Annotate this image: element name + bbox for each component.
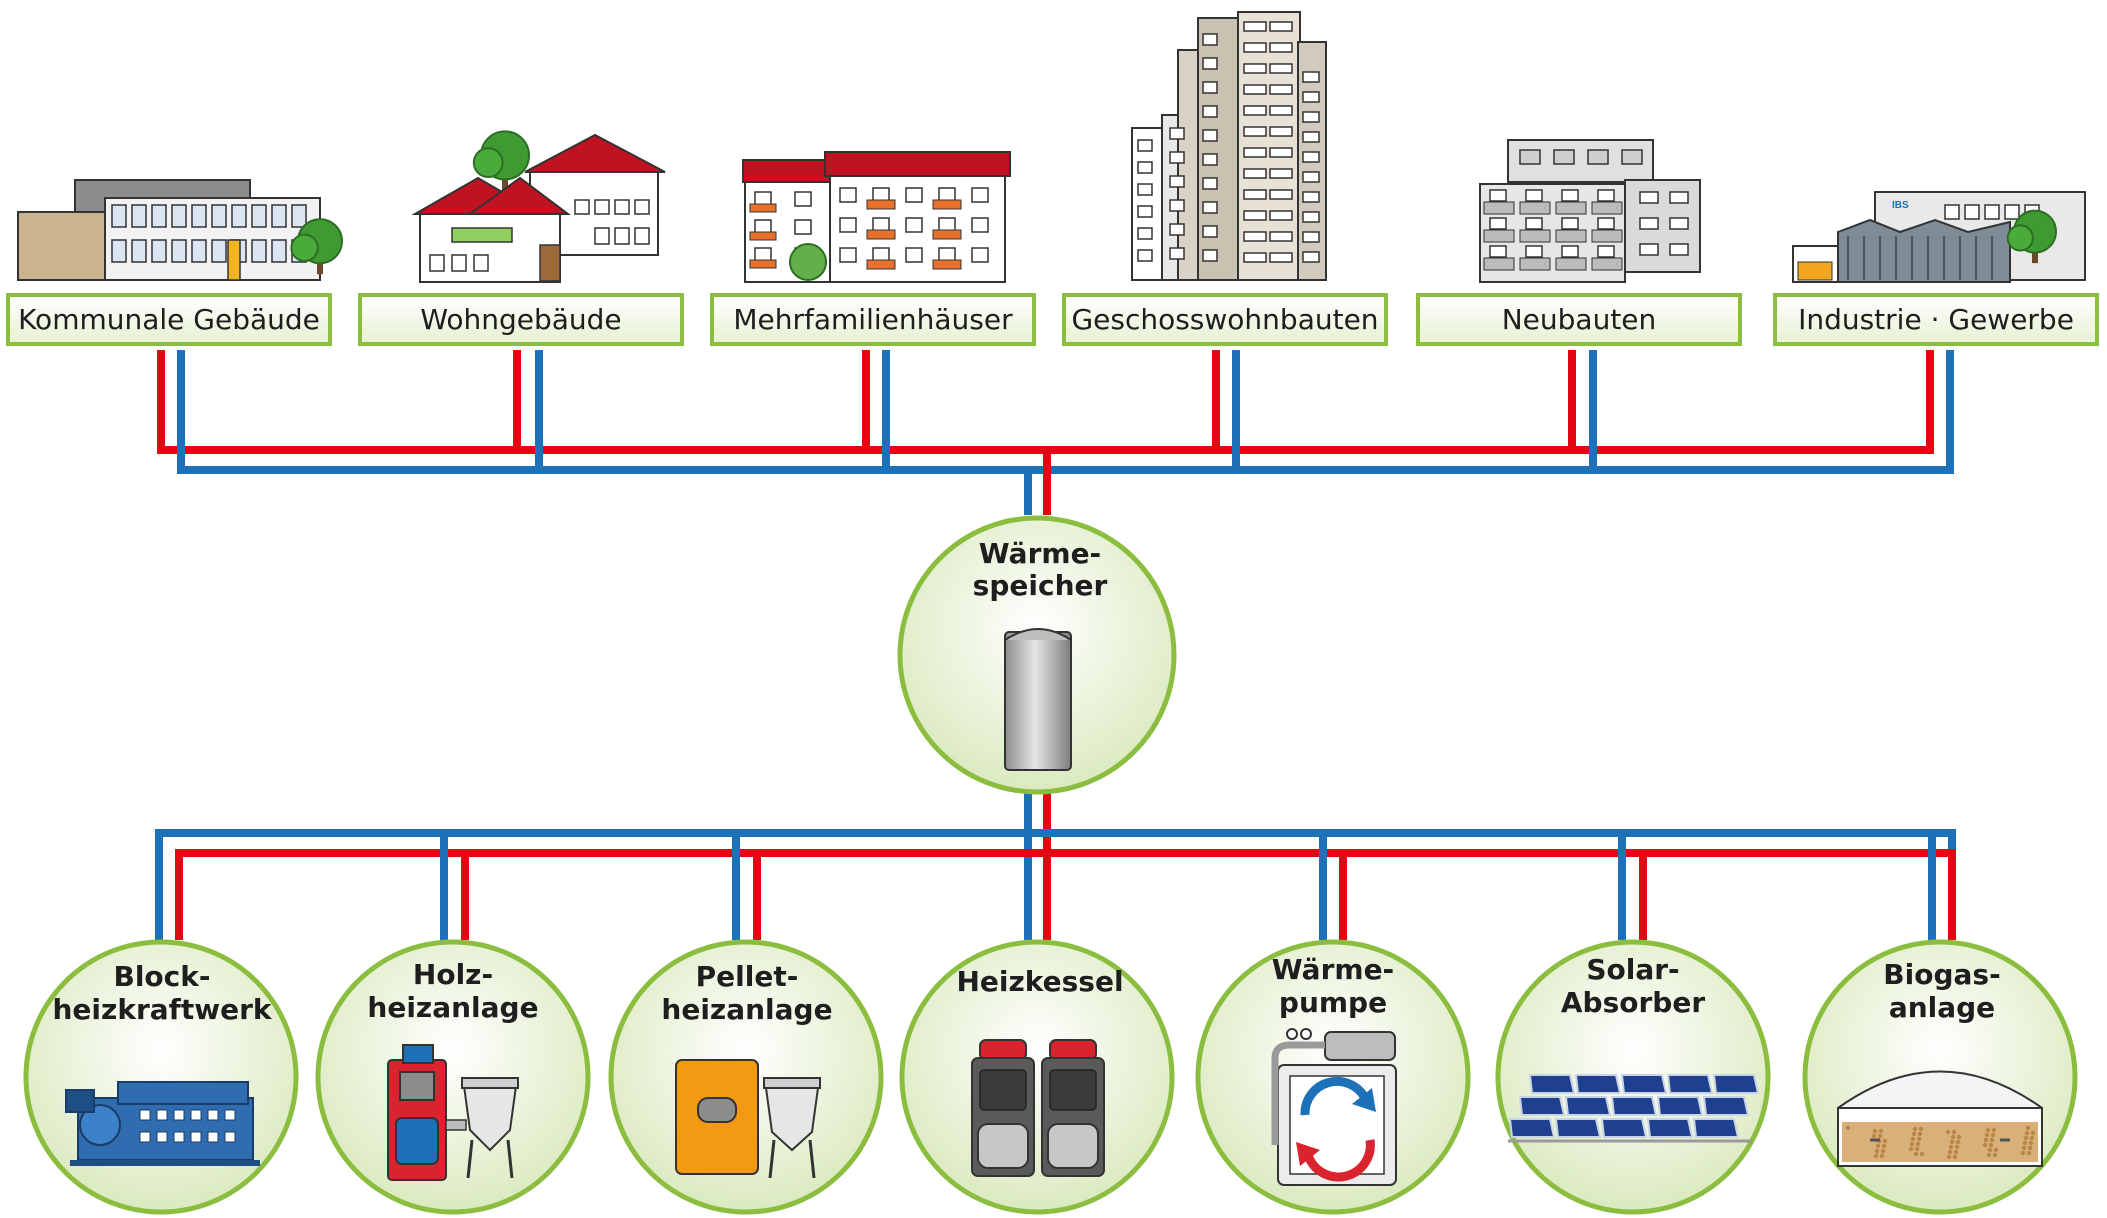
source-circle [315, 939, 591, 1215]
return-main-consumer-side [177, 350, 1954, 474]
source-title-line1: Heizkessel [956, 965, 1124, 998]
consumer-label-wohngebaeude: Wohngebäude [358, 293, 684, 346]
source-title-line2: heizanlage [367, 991, 539, 1024]
new-buildings-icon [1479, 139, 1701, 283]
source-title-line1: Wärme- [1271, 953, 1395, 986]
municipal-building-icon [17, 179, 343, 281]
source-title-bhkw: Block- heizkraftwerk [32, 960, 292, 1026]
supply-end-source-side [1932, 849, 1956, 940]
industry-sign-text: IBS [1892, 200, 1909, 211]
storage-tank-icon [1004, 628, 1072, 771]
source-title-line1: Biogas- [1883, 958, 2001, 991]
source-title-line2: heizanlage [661, 993, 833, 1026]
source-title-line1: Block- [113, 960, 211, 993]
source-title-line2: pumpe [1278, 986, 1388, 1019]
residential-houses-icon [411, 130, 666, 283]
storage-title-line2: speicher [972, 569, 1108, 602]
source-title-waermepumpe: Wärme- pumpe [1203, 953, 1463, 1019]
consumer-label-mehrfamilienhaeuser: Mehrfamilienhäuser [710, 293, 1036, 346]
consumer-label-neubauten: Neubauten [1416, 293, 1742, 346]
source-title-biogas: Biogas- anlage [1812, 958, 2072, 1024]
wood-boiler-icon [387, 1044, 519, 1181]
consumer-label-industrie-gewerbe: Industrie · Gewerbe [1773, 293, 2099, 346]
industrial-building-icon: IBS [1792, 191, 2086, 283]
source-title-heizkessel: Heizkessel [910, 965, 1170, 998]
storage-title: Wärme- speicher [940, 538, 1140, 602]
source-title-pellet: Pellet- heizanlage [617, 960, 877, 1026]
source-title-line1: Solar- [1586, 953, 1680, 986]
biogas-plant-icon [1837, 1070, 2043, 1167]
source-title-line2: Absorber [1560, 986, 1706, 1019]
consumer-label-kommunale-gebaeude: Kommunale Gebäude [6, 293, 332, 346]
solar-panel-icon [1508, 1074, 1760, 1143]
high-rise-icon [1131, 11, 1327, 281]
source-title-holz: Holz- heizanlage [323, 958, 583, 1024]
source-title-line2: anlage [1888, 991, 1996, 1024]
heat-pump-icon [1271, 1028, 1397, 1186]
chp-engine-icon [65, 1081, 260, 1166]
source-title-solar: Solar- Absorber [1503, 953, 1763, 1019]
source-title-line1: Pellet- [695, 960, 799, 993]
pellet-boiler-icon [675, 1059, 821, 1179]
source-title-line1: Holz- [412, 958, 494, 991]
consumer-label-geschosswohnbauten: Geschosswohnbauten [1062, 293, 1388, 346]
source-title-line2: heizkraftwerk [52, 993, 272, 1026]
supply-main-source-side [175, 849, 1952, 940]
storage-title-line1: Wärme- [978, 537, 1102, 570]
apartment-houses-icon [742, 151, 1011, 283]
boiler-icon [971, 1039, 1105, 1177]
